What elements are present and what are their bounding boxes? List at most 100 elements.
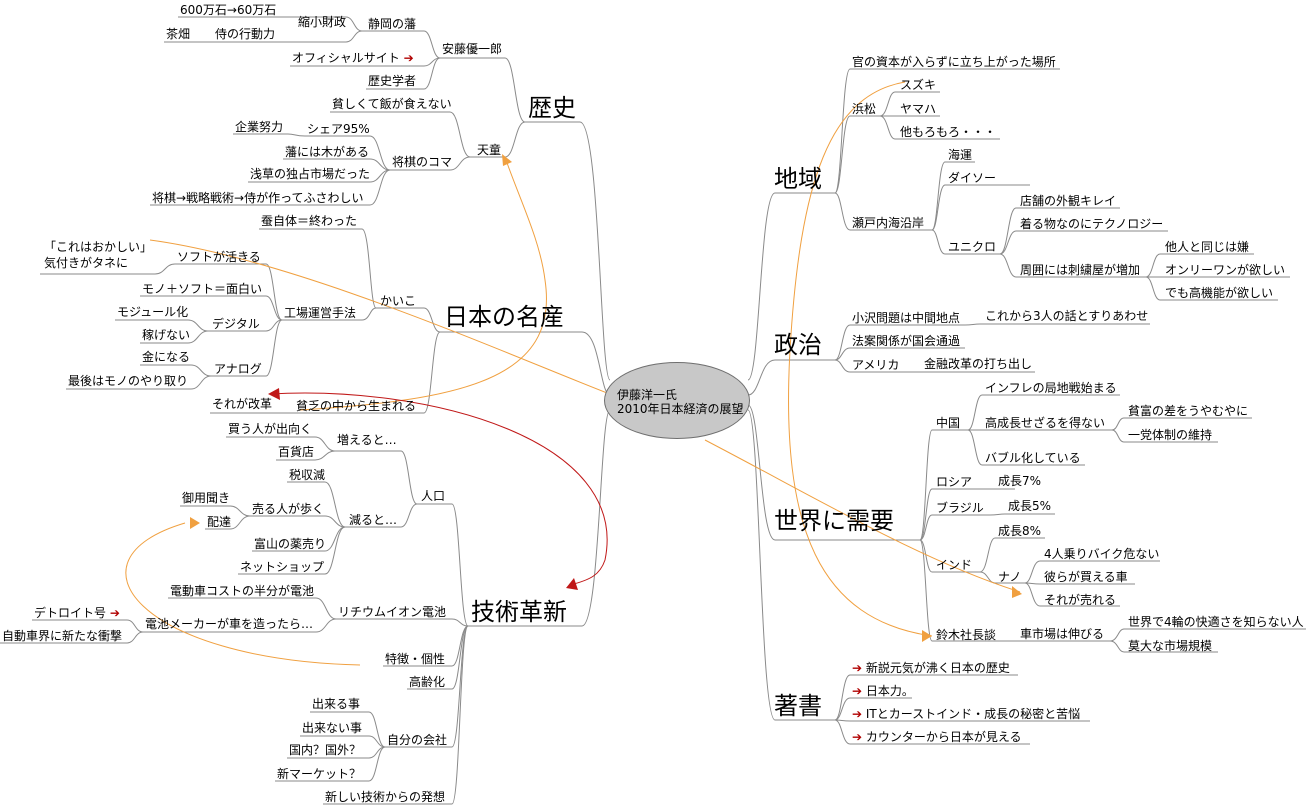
node-soft[interactable]: ソフトが活きる xyxy=(177,250,261,264)
node-kokunai[interactable]: 国内？国外？ xyxy=(289,743,362,757)
branch-books[interactable]: 著書 xyxy=(774,692,822,720)
node-zeishu[interactable]: 税収減 xyxy=(289,468,326,482)
node-suzuki-president[interactable]: 鈴木社長談 xyxy=(936,628,997,642)
node-ozawa[interactable]: 小沢問題は中間地点 xyxy=(852,311,961,325)
node-book-4[interactable]: ➔ カウンターから日本が見える xyxy=(852,730,1022,744)
node-yonin[interactable]: 4人乗りバイク危ない xyxy=(1044,547,1160,561)
node-hamamatsu[interactable]: 浜松 xyxy=(852,102,877,116)
node-suzuki[interactable]: スズキ xyxy=(900,78,937,92)
node-kojo[interactable]: 工場運営手法 xyxy=(284,306,357,320)
node-kigyo[interactable]: 企業努力 xyxy=(235,120,284,134)
node-dekinai[interactable]: 出来ない事 xyxy=(302,721,363,735)
node-russia[interactable]: ロシア xyxy=(936,475,973,489)
node-hoan[interactable]: 法案関係が国会通過 xyxy=(852,334,961,348)
node-net[interactable]: ネットショップ xyxy=(240,560,325,574)
node-kinyu[interactable]: 金融改革の打ち出し xyxy=(924,357,1033,371)
node-okashii-line1[interactable]: 「これはおかしい」 xyxy=(44,240,153,254)
node-digital[interactable]: デジタル xyxy=(212,317,260,331)
node-official[interactable]: オフィシャルサイト ➔ xyxy=(292,51,414,65)
node-tokucho[interactable]: 特徴・個性 xyxy=(385,652,446,666)
node-shogi[interactable]: 将棋のコマ xyxy=(392,155,453,169)
node-kaisha[interactable]: 自分の会社 xyxy=(387,733,448,747)
node-sannin[interactable]: これから3人の話とすりあわせ xyxy=(985,309,1149,323)
node-daiso[interactable]: ダイソー xyxy=(948,171,997,185)
link-arrow-icon[interactable]: ➔ xyxy=(852,661,863,675)
node-kan[interactable]: 官の資本が入らずに立ち上がった場所 xyxy=(852,55,1056,69)
link-arrow-icon[interactable]: ➔ xyxy=(109,606,120,620)
node-monosoft[interactable]: モノ＋ソフト＝面白い xyxy=(142,282,263,296)
node-kaeru[interactable]: 彼らが買える車 xyxy=(1044,570,1128,584)
node-book-2[interactable]: ➔ 日本力。 xyxy=(852,684,914,698)
node-ureru[interactable]: それが売れる xyxy=(1044,593,1117,607)
node-market[interactable]: 新マーケット？ xyxy=(277,767,362,781)
node-senryaku[interactable]: 将棋→戦略戦術→侍が作ってふさわしい xyxy=(152,191,364,205)
node-kau[interactable]: 買う人が出向く xyxy=(228,422,313,436)
node-setouchi[interactable]: 瀬戸内海沿岸 xyxy=(852,216,925,230)
node-ki[interactable]: 藩には木がある xyxy=(285,145,370,159)
node-shuui[interactable]: 周囲には刺繍屋が増加 xyxy=(1020,263,1141,277)
node-share[interactable]: シェア95% xyxy=(307,122,370,136)
node-haitatsu[interactable]: 配達 xyxy=(207,515,232,529)
node-historian[interactable]: 歴史学者 xyxy=(368,74,417,88)
node-bubble[interactable]: バブル化している xyxy=(985,451,1081,465)
node-denki[interactable]: 電動車コストの半分が電池 xyxy=(170,584,315,598)
node-shogeki[interactable]: 自動車界に新たな衝撃 xyxy=(2,629,123,643)
node-kokudaka[interactable]: 600万石→60万石 xyxy=(180,3,277,17)
node-in-growth[interactable]: 成長8% xyxy=(998,524,1042,538)
node-toyama[interactable]: 富山の薬売り xyxy=(254,537,327,551)
node-china[interactable]: 中国 xyxy=(936,416,961,430)
node-kokino[interactable]: でも高機能が欲しい xyxy=(1165,286,1274,300)
node-inflation[interactable]: インフレの局地戦始まる xyxy=(985,381,1117,395)
node-yamaha[interactable]: ヤマハ xyxy=(900,102,937,116)
node-ittou[interactable]: 一党体制の維持 xyxy=(1128,428,1213,442)
node-book-1[interactable]: ➔ 新説元気が沸く日本の歴史 xyxy=(852,661,1010,675)
node-kiru[interactable]: 着る物なのにテクノロジー xyxy=(1020,217,1164,231)
node-samurai[interactable]: 侍の行動力 xyxy=(215,27,276,41)
branch-politics[interactable]: 政治 xyxy=(774,331,822,359)
node-shizuoka[interactable]: 静岡の藩 xyxy=(368,17,417,31)
node-atarashii[interactable]: 新しい技術からの発想 xyxy=(325,790,446,804)
node-kaiko[interactable]: かいこ xyxy=(380,294,417,308)
node-maker[interactable]: 電池メーカーが車を造ったら… xyxy=(145,617,314,631)
node-kodo[interactable]: 高成長せざるを得ない xyxy=(985,416,1106,430)
node-saigo[interactable]: 最後はモノのやり取り xyxy=(68,374,189,388)
node-shukusho[interactable]: 縮小財政 xyxy=(298,15,347,29)
node-fueru[interactable]: 増えると… xyxy=(337,433,397,447)
node-detroit[interactable]: デトロイト号 ➔ xyxy=(34,606,120,620)
node-book-3[interactable]: ➔ ITとカーストインド・成長の秘密と苦悩 xyxy=(852,707,1080,721)
node-lithium[interactable]: リチウムイオン電池 xyxy=(338,605,447,619)
node-binbo[interactable]: 貧乏の中から生まれる xyxy=(296,399,417,413)
branch-demand[interactable]: 世界に需要 xyxy=(774,507,894,535)
node-heru[interactable]: 減ると… xyxy=(349,513,398,527)
node-poor[interactable]: 貧しくて飯が食えない xyxy=(332,97,452,111)
link-arrow-icon[interactable]: ➔ xyxy=(852,684,863,698)
node-tendo[interactable]: 天童 xyxy=(477,143,502,157)
node-yonrin[interactable]: 世界で4輪の快適さを知らない人 xyxy=(1128,615,1304,629)
node-asakusa[interactable]: 浅草の独占市場だった xyxy=(250,167,371,181)
node-uru[interactable]: 売る人が歩く xyxy=(252,502,325,516)
node-jinko[interactable]: 人口 xyxy=(421,489,446,503)
node-kane[interactable]: 金になる xyxy=(142,350,191,364)
node-onlyone[interactable]: オンリーワンが欲しい xyxy=(1165,263,1286,277)
node-okashii-line2[interactable]: 気付きがタネに xyxy=(44,256,129,270)
node-america[interactable]: アメリカ xyxy=(852,358,900,372)
node-kaikaku[interactable]: それが改革 xyxy=(212,397,273,411)
branch-tech[interactable]: 技術革新 xyxy=(471,598,567,626)
node-hoka[interactable]: 他もろもろ・・・ xyxy=(900,125,997,139)
node-brazil[interactable]: ブラジル xyxy=(936,501,984,515)
node-ru-growth[interactable]: 成長7% xyxy=(998,474,1042,488)
link-arrow-icon[interactable]: ➔ xyxy=(852,730,863,744)
branch-products[interactable]: 日本の名産 xyxy=(444,303,564,331)
node-tanin[interactable]: 他人と同じは嫌 xyxy=(1165,240,1250,254)
node-chabatake[interactable]: 茶畑 xyxy=(166,27,191,41)
node-module[interactable]: モジュール化 xyxy=(117,305,189,319)
node-tenpo[interactable]: 店舗の外観キレイ xyxy=(1020,194,1117,208)
node-nano[interactable]: ナノ xyxy=(998,570,1022,584)
node-ando[interactable]: 安藤優一郎 xyxy=(442,42,503,56)
node-kasege[interactable]: 稼げない xyxy=(142,328,191,342)
node-kaiun[interactable]: 海運 xyxy=(948,148,973,162)
link-arrow-icon[interactable]: ➔ xyxy=(403,51,414,65)
branch-history[interactable]: 歴史 xyxy=(528,94,576,122)
node-br-growth[interactable]: 成長5% xyxy=(1008,499,1052,513)
link-arrow-icon[interactable]: ➔ xyxy=(852,707,863,721)
